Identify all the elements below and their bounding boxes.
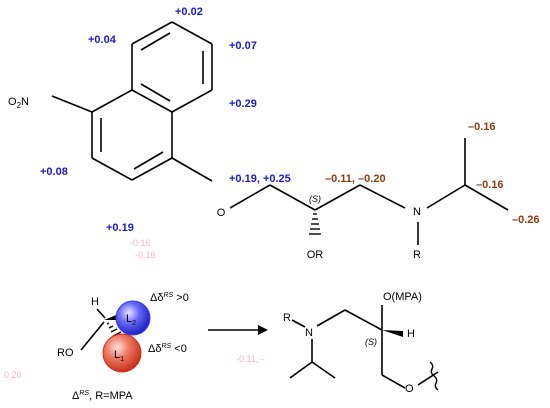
ether-oxygen-label: O <box>217 207 226 219</box>
l1-sphere <box>102 333 142 373</box>
l2-label: L2 <box>126 313 136 327</box>
ompa-label: O(MPA) <box>383 291 422 303</box>
or-group-label: OR <box>307 249 324 261</box>
delta-ch2-n: –0.11, –0.20 <box>325 173 386 185</box>
delta-ring-lower-left: +0.08 <box>40 166 68 178</box>
delta-ch-isopropyl: –0.16 <box>476 179 504 191</box>
nitro-label: O2N <box>8 96 29 110</box>
model-ro-label: RO <box>57 347 74 359</box>
product-r-label: R <box>283 312 291 324</box>
wavy-bond <box>429 361 439 391</box>
ghost-label-3: -0.11, - <box>236 354 264 364</box>
product-o-label: O <box>405 383 414 395</box>
amine-r-label: R <box>413 249 421 261</box>
delta-methyl-top: –0.16 <box>468 121 496 133</box>
ghost-label-1: -0.16 <box>130 238 151 248</box>
delta-ring-upper-right: +0.07 <box>229 40 257 52</box>
product-stereo-label: (S) <box>365 337 377 347</box>
model-caption: ΔRS, R=MPA <box>72 390 133 402</box>
delta-ch2-o: +0.19, +0.25 <box>229 173 291 185</box>
delta-ring-bottom: +0.19 <box>106 222 134 234</box>
negative-rule-label: ΔδRS <0 <box>148 343 187 355</box>
stereocenter-label: (S) <box>309 194 321 204</box>
product-wedge <box>382 330 403 337</box>
delta-ring-top: +0.02 <box>175 6 203 18</box>
side-chain <box>171 138 509 245</box>
amine-nitrogen-label: N <box>413 206 421 218</box>
product-n-label: N <box>305 327 313 339</box>
l2-sphere <box>115 300 151 336</box>
reaction-arrow <box>208 325 268 335</box>
naphthalene-ring <box>91 21 213 181</box>
model-h-label: H <box>91 296 99 308</box>
nitro-group: O2N <box>8 95 93 113</box>
product-structure: R N O(MPA) H (S) O <box>283 291 439 395</box>
delta-methyl-right: –0.26 <box>512 214 540 226</box>
l1-label: L1 <box>114 349 124 363</box>
ghost-label-4: 0.20 <box>4 370 22 380</box>
delta-ring-right: +0.29 <box>229 98 257 110</box>
ghost-label-2: -0.16 <box>135 250 156 260</box>
product-h-label: H <box>407 328 415 340</box>
delta-ring-upper-left: +0.04 <box>88 34 117 46</box>
mpa-model: H RO L2 L1 ΔδRS >0 ΔδRS <0 ΔRS, R=MPA <box>57 292 189 402</box>
positive-rule-label: ΔδRS >0 <box>150 292 189 304</box>
